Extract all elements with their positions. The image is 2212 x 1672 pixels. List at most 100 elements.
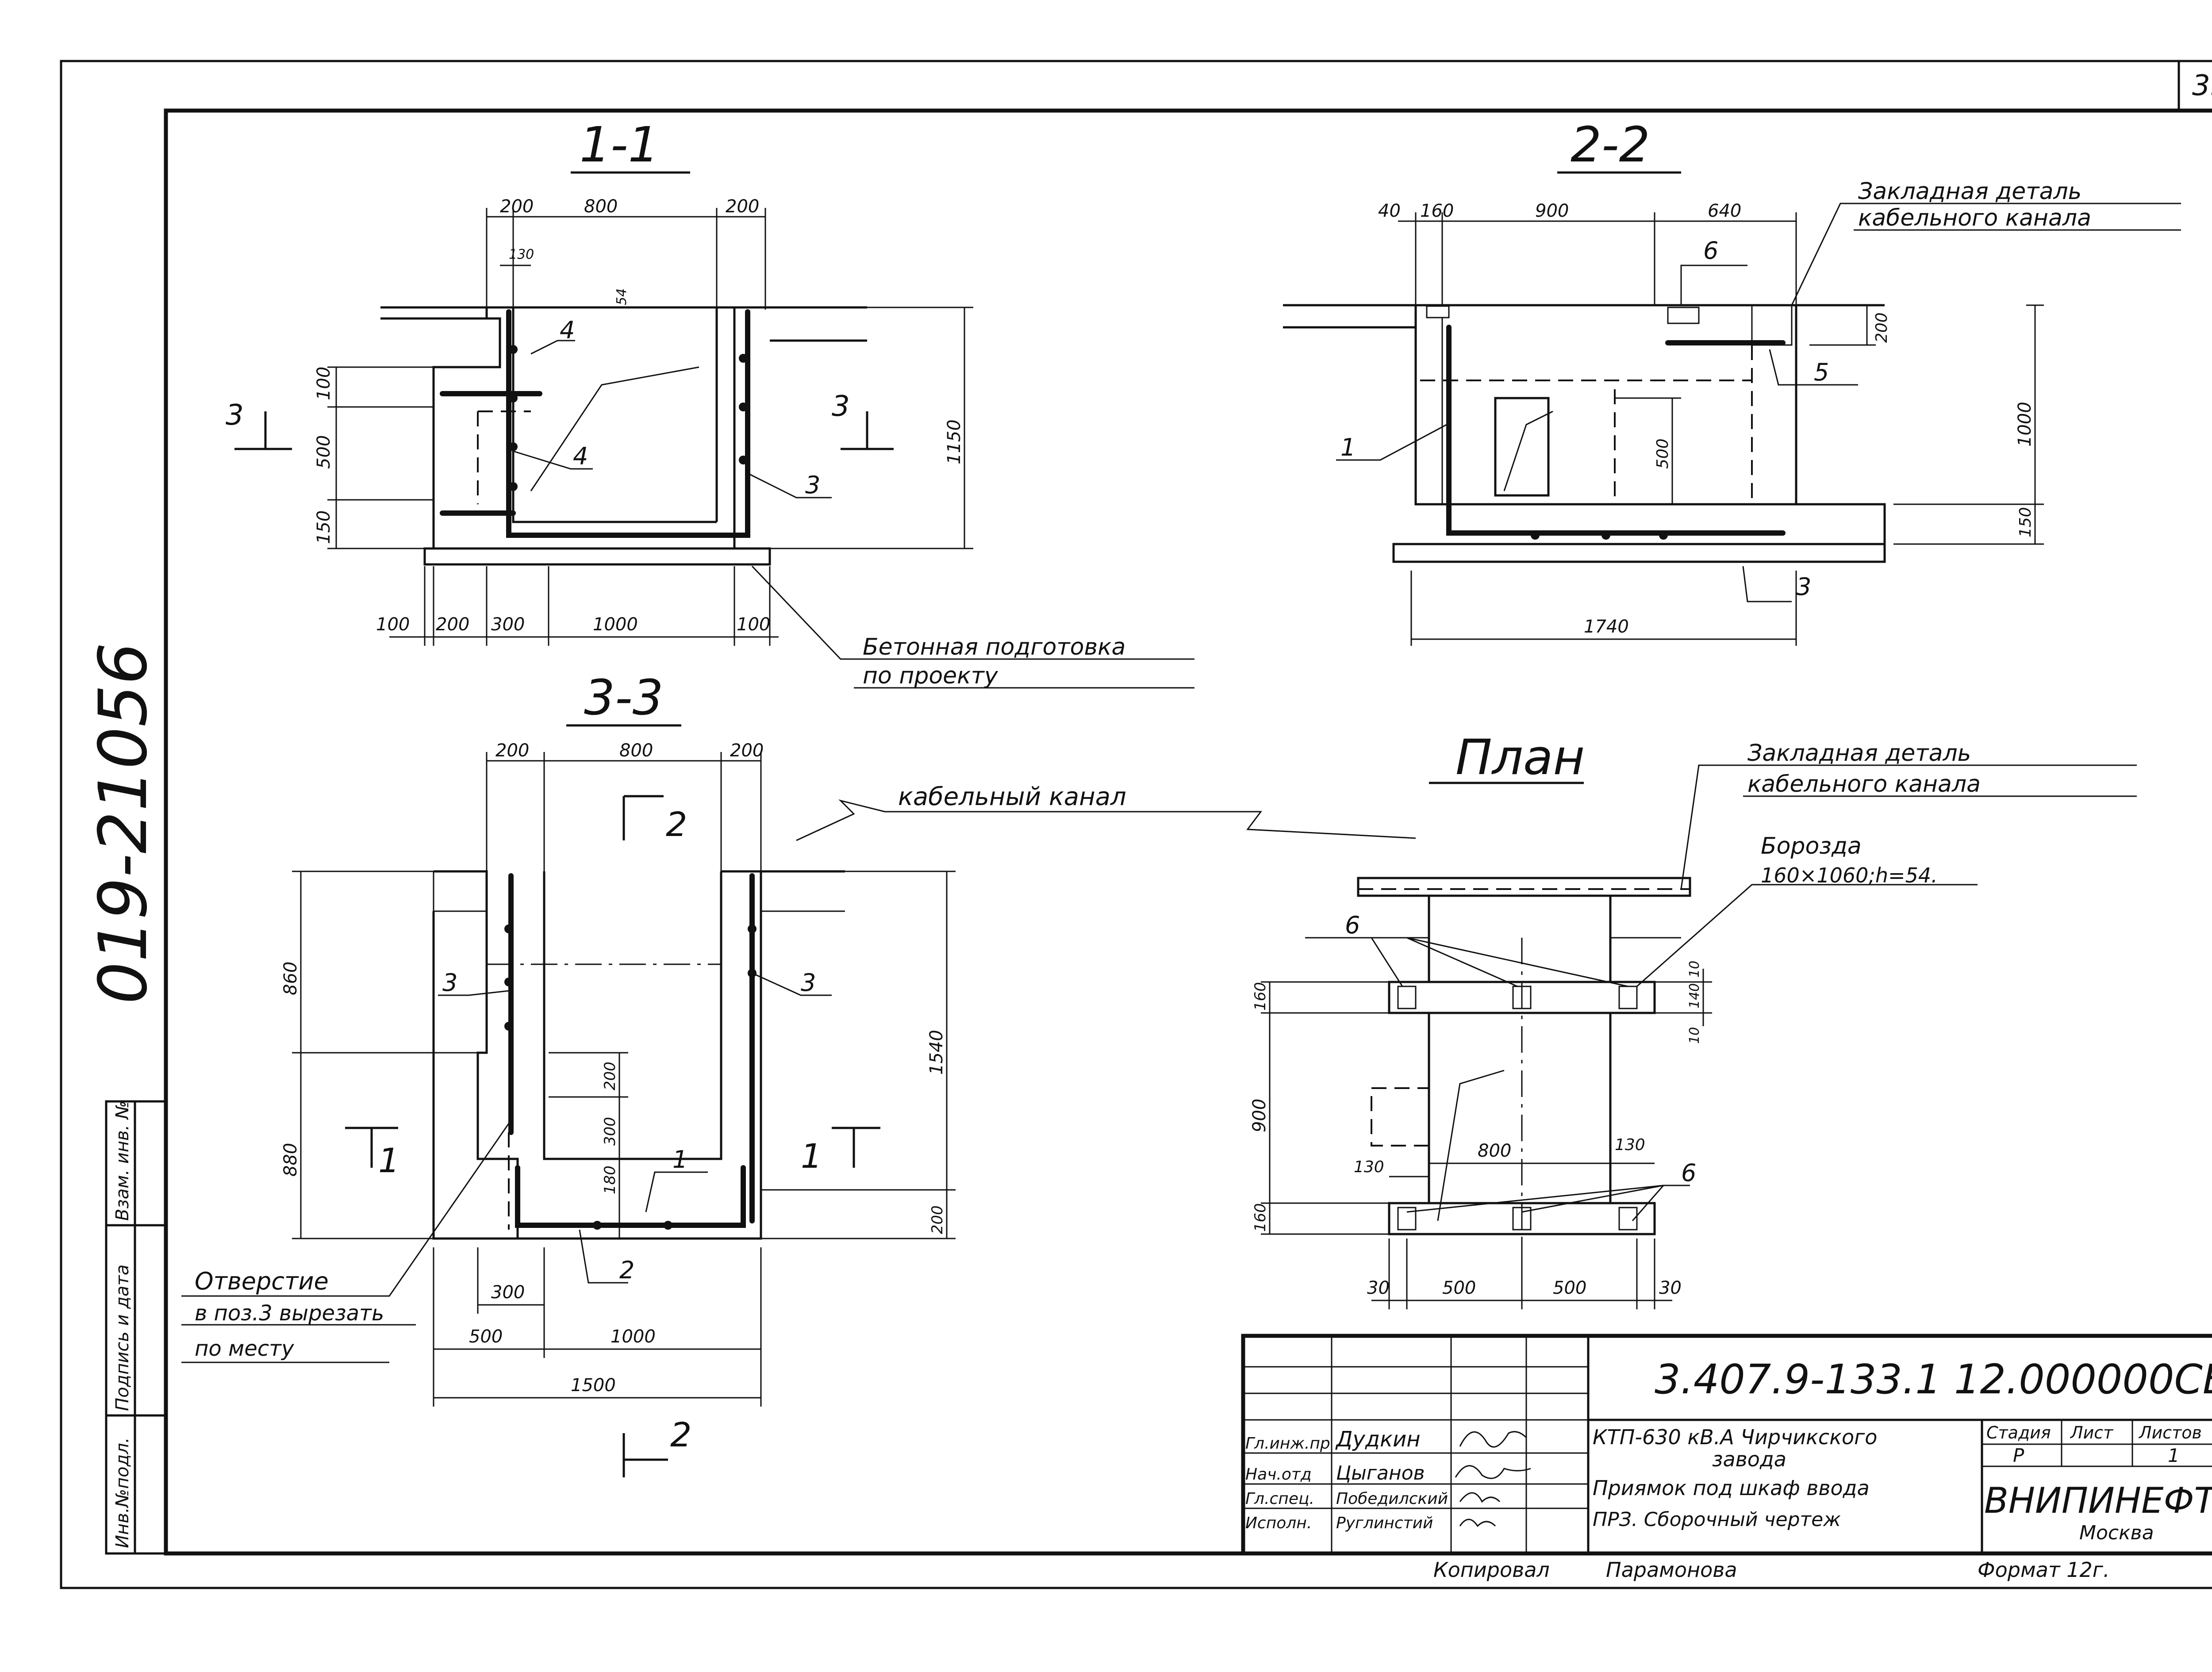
s33-note-opening-1: Отверстие: [195, 1267, 329, 1295]
tb-sheet-header: Лист: [2070, 1423, 2114, 1442]
inner-frame: [164, 108, 2212, 1556]
plan-title: План: [1455, 729, 1585, 786]
s22-dim-top-4: 640: [1708, 201, 1741, 221]
plan-note-embedded-1: Закладная деталь: [1747, 740, 1971, 767]
plan-dim-left-1: 160: [1252, 982, 1269, 1011]
s22-dim-150: 150: [2016, 507, 2035, 537]
tb-name-4: Руглинстий: [1336, 1514, 1433, 1532]
section-2-2: 2-2 1 3 5 6 Закладная деталь ка: [1283, 116, 2181, 646]
tb-desc-3: Приямок под шкаф ввода: [1593, 1476, 1870, 1500]
s11-dim-left-2: 500: [314, 435, 334, 469]
tb-name-1: Дудкин: [1335, 1427, 1421, 1452]
tb-desc-1: КТП-630 кВ.А Чирчикского: [1593, 1425, 1877, 1449]
s22-dim-top-1: 40: [1378, 201, 1401, 221]
section-1-1: 1-1 4 4 3 3 3: [226, 116, 1194, 689]
s11-cut-right: 3: [832, 390, 850, 423]
tb-role-3: Гл.спец.: [1245, 1490, 1314, 1508]
s33-cut-2-bottom: 2: [670, 1415, 691, 1454]
stamp-inv-no: Инв.№подл.: [112, 1437, 133, 1548]
s33-dim-300: 300: [491, 1282, 525, 1303]
plan-dim-right-2: 140: [1687, 983, 1702, 1009]
s22-note-2: кабельного канала: [1858, 205, 2091, 231]
plan-note-groove-2: 160×1060;h=54.: [1761, 863, 1938, 887]
s33-dim-total: 1500: [571, 1375, 616, 1396]
plan-label-6b: 6: [1681, 1159, 1696, 1187]
s11-dim-bot-2: 200: [436, 614, 469, 635]
s33-dim-top-3: 200: [730, 740, 764, 761]
section-3-3: 3-3 3 3 1 2 2 2 1: [181, 669, 1416, 1477]
stamp-replace-inv: Взам. инв. №: [112, 1101, 133, 1221]
s33-dim-top-1: 200: [495, 740, 529, 761]
tb-desc-4: ПРЗ. Сборочный чертеж: [1593, 1508, 1841, 1531]
archive-number: 019-21056: [85, 642, 162, 1004]
s33-dim-left-2: 880: [280, 1143, 301, 1177]
plan-dim-bot-2: 500: [1442, 1278, 1476, 1298]
s22-dim-top-3: 900: [1535, 201, 1569, 221]
s22-label-5: 5: [1814, 358, 1829, 386]
s11-label-3: 3: [805, 471, 820, 499]
s22-note-1: Закладная деталь: [1858, 178, 2081, 205]
signature-2: [1455, 1465, 1531, 1479]
s33-note-opening-3: по месту: [195, 1336, 294, 1361]
s33-cut-1-left: 1: [378, 1141, 399, 1180]
side-stamp: Инв.№подл. Подпись и дата Взам. инв. №: [105, 1100, 167, 1555]
tb-stage-header: Стадия: [1986, 1423, 2051, 1442]
s11-note-concrete-1: Бетонная подготовка: [863, 634, 1125, 660]
s22-dim-200: 200: [1873, 312, 1891, 343]
tb-role-4: Исполн.: [1245, 1514, 1312, 1532]
s11-dim-54: 54: [614, 288, 630, 305]
s11-label-4b: 4: [573, 442, 588, 470]
s33-dim-bot-1: 500: [469, 1327, 503, 1347]
tb-copied-by-name: Парамонова: [1606, 1558, 1737, 1582]
plan-view: План Закладная деталь кабельного канала …: [1249, 729, 2137, 1309]
s33-dim-inner-3: 180: [601, 1166, 619, 1194]
s11-dim-left-1: 100: [314, 367, 334, 400]
section-3-3-title: 3-3: [584, 669, 664, 726]
plan-note-groove-1: Борозда: [1761, 833, 1862, 859]
plan-dim-bot-3: 500: [1553, 1278, 1586, 1298]
plan-dim-bot-1: 30: [1367, 1278, 1390, 1298]
s11-dim-top-2: 800: [584, 196, 618, 217]
s11-dim-bot-4: 1000: [593, 614, 638, 635]
tb-desc-2: завода: [1712, 1447, 1786, 1471]
s33-dim-200-right: 200: [929, 1205, 946, 1234]
s33-label-3b: 3: [801, 969, 816, 997]
s22-dim-top-2: 160: [1420, 201, 1454, 221]
plan-dim-left-3: 160: [1252, 1203, 1269, 1232]
section-2-2-title: 2-2: [1571, 116, 1650, 173]
page-number-box: [2177, 60, 2212, 112]
tb-name-3: Победилский: [1336, 1490, 1448, 1508]
signature-3: [1459, 1492, 1501, 1503]
section-1-1-title: 1-1: [580, 116, 659, 173]
plan-dim-130a: 130: [1354, 1158, 1384, 1176]
plan-label-6a: 6: [1345, 911, 1360, 939]
s22-label-6: 6: [1703, 237, 1718, 265]
s11-cut-left: 3: [226, 399, 244, 432]
s11-note-concrete-2: по проекту: [863, 663, 998, 689]
plan-dim-right-3: 10: [1687, 1027, 1702, 1044]
tb-sheets-header: Листов: [2138, 1423, 2202, 1442]
tb-sheets-value: 1: [2168, 1445, 2180, 1466]
s11-dim-right: 1150: [944, 419, 964, 464]
s33-dim-inner-1: 200: [601, 1062, 619, 1090]
s11-dim-130: 130: [509, 247, 534, 262]
s11-dim-top-1: 200: [500, 196, 534, 217]
tb-copied-by-label: Копировал: [1433, 1558, 1550, 1582]
s33-cut-1-right: 1: [801, 1136, 822, 1176]
page-number: 39: [2192, 69, 2212, 102]
tb-format: Формат 12г.: [1978, 1558, 2110, 1582]
s22-dim-500: 500: [1654, 438, 1672, 469]
s33-note-opening-2: в поз.3 вырезать: [195, 1301, 384, 1326]
s22-label-1: 1: [1340, 433, 1356, 461]
s33-label-3a: 3: [442, 969, 457, 997]
s22-dim-bottom: 1740: [1584, 617, 1629, 637]
s22-dim-1000: 1000: [2015, 402, 2035, 447]
plan-note-embedded-2: кабельного канала: [1747, 771, 1981, 798]
s11-dim-bot-5: 100: [737, 614, 770, 635]
s33-dim-bot-2: 1000: [611, 1327, 656, 1347]
tb-role-1: Гл.инж.пр: [1245, 1434, 1330, 1453]
tb-role-2: Нач.отд: [1245, 1465, 1312, 1484]
s33-dim-left-1: 860: [280, 962, 301, 995]
s33-label-2: 2: [619, 1256, 634, 1284]
